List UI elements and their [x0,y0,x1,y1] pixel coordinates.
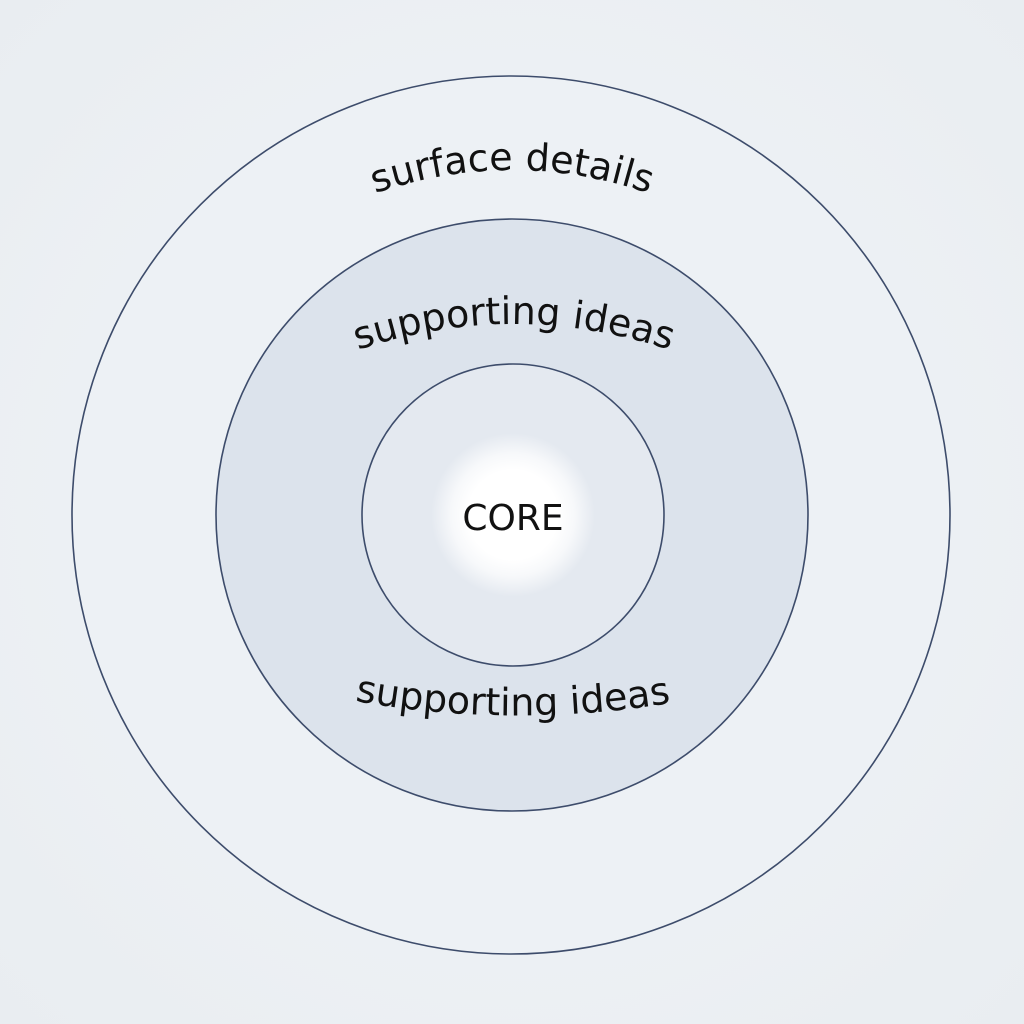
core-glow [431,433,595,597]
core-label: CORE [462,498,563,539]
